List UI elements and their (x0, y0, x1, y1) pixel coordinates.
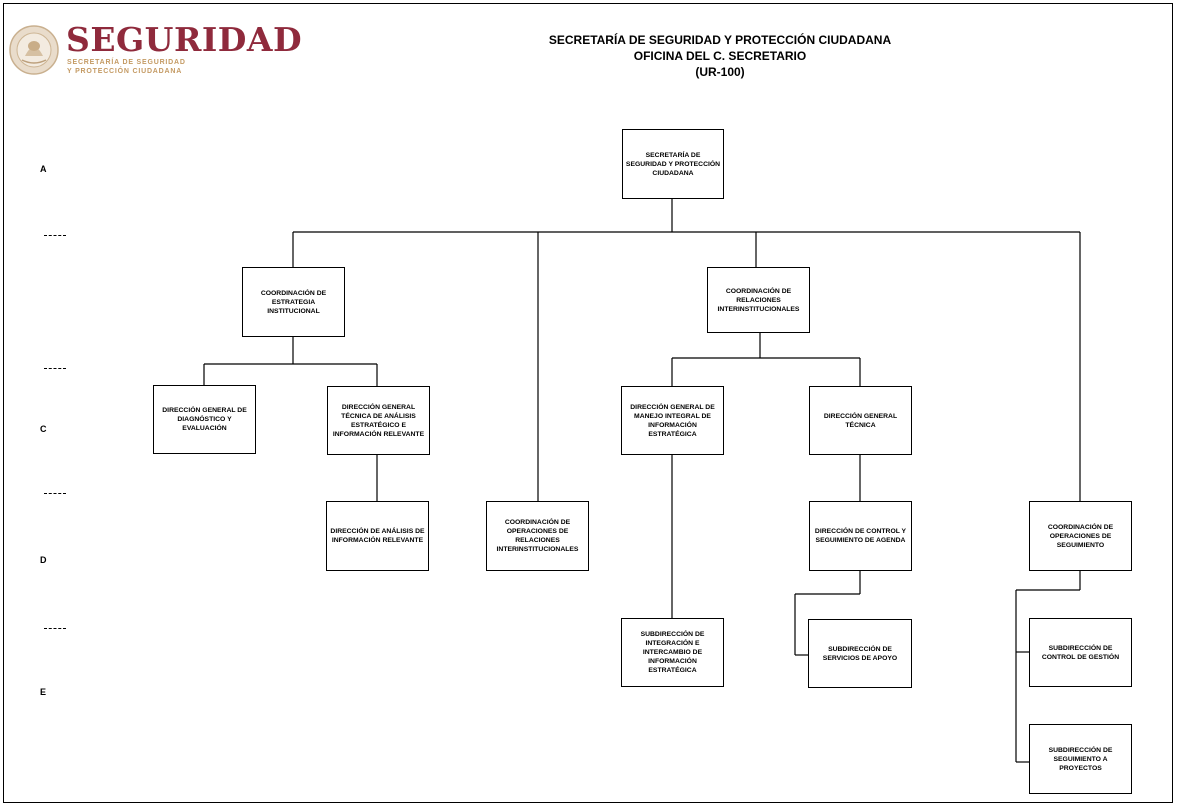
header-code: (UR-100) (695, 65, 745, 79)
header-subtitle: OFICINA DEL C. SECRETARIO (633, 49, 807, 63)
org-box-dg-tecnica-analisis: DIRECCIÓN GENERAL TÉCNICA DE ANÁLISIS ES… (327, 386, 430, 455)
org-box-dg-diagnostico: DIRECCIÓN GENERAL DE DIAGNÓSTICO Y EVALU… (153, 385, 256, 454)
level-divider (44, 235, 66, 236)
org-box-dg-manejo: DIRECCIÓN GENERAL DE MANEJO INTEGRAL DE … (621, 386, 724, 455)
level-divider (44, 368, 66, 369)
national-emblem-icon (9, 25, 59, 75)
level-divider (44, 628, 66, 629)
level-label-e: E (40, 687, 47, 697)
level-label-c: C (40, 424, 47, 434)
logo-subtitle-line2: Y PROTECCIÓN CIUDADANA (67, 68, 183, 75)
page-frame (3, 3, 1173, 803)
org-box-dir-analisis: DIRECCIÓN DE ANÁLISIS DE INFORMACIÓN REL… (326, 501, 429, 571)
org-box-secretaria: SECRETARÍA DE SEGURIDAD Y PROTECCIÓN CIU… (622, 129, 724, 199)
org-box-sub-servicios: SUBDIRECCIÓN DE SERVICIOS DE APOYO (808, 619, 912, 688)
level-label-d: D (40, 555, 47, 565)
org-box-sub-integracion: SUBDIRECCIÓN DE INTEGRACIÓN E INTERCAMBI… (621, 618, 724, 687)
logo-subtitle-line1: SECRETARÍA DE SEGURIDAD (67, 59, 186, 66)
header-title: SECRETARÍA DE SEGURIDAD Y PROTECCIÓN CIU… (548, 33, 892, 47)
org-box-sub-seguimiento-proyectos: SUBDIRECCIÓN DE SEGUIMIENTO A PROYECTOS (1029, 724, 1132, 794)
logo-subtitle: SECRETARÍA DE SEGURIDAD Y PROTECCIÓN CIU… (67, 58, 186, 76)
logo-title: SEGURIDAD (66, 20, 303, 59)
page-header: SECRETARÍA DE SEGURIDAD Y PROTECCIÓN CIU… (440, 32, 1000, 80)
level-divider (44, 493, 66, 494)
org-box-dg-tecnica: DIRECCIÓN GENERAL TÉCNICA (809, 386, 912, 455)
level-label-a: A (40, 164, 47, 174)
org-box-coord-estrategia: COORDINACIÓN DE ESTRATEGIA INSTITUCIONAL (242, 267, 345, 337)
org-box-coord-operaciones-rel: COORDINACIÓN DE OPERACIONES DE RELACIONE… (486, 501, 589, 571)
org-box-coord-relaciones: COORDINACIÓN DE RELACIONES INTERINSTITUC… (707, 267, 810, 333)
org-box-sub-control-gestion: SUBDIRECCIÓN DE CONTROL DE GESTIÓN (1029, 618, 1132, 687)
org-box-coord-operaciones-seg: COORDINACIÓN DE OPERACIONES DE SEGUIMIEN… (1029, 501, 1132, 571)
org-box-dir-control-agenda: DIRECCIÓN DE CONTROL Y SEGUIMIENTO DE AG… (809, 501, 912, 571)
